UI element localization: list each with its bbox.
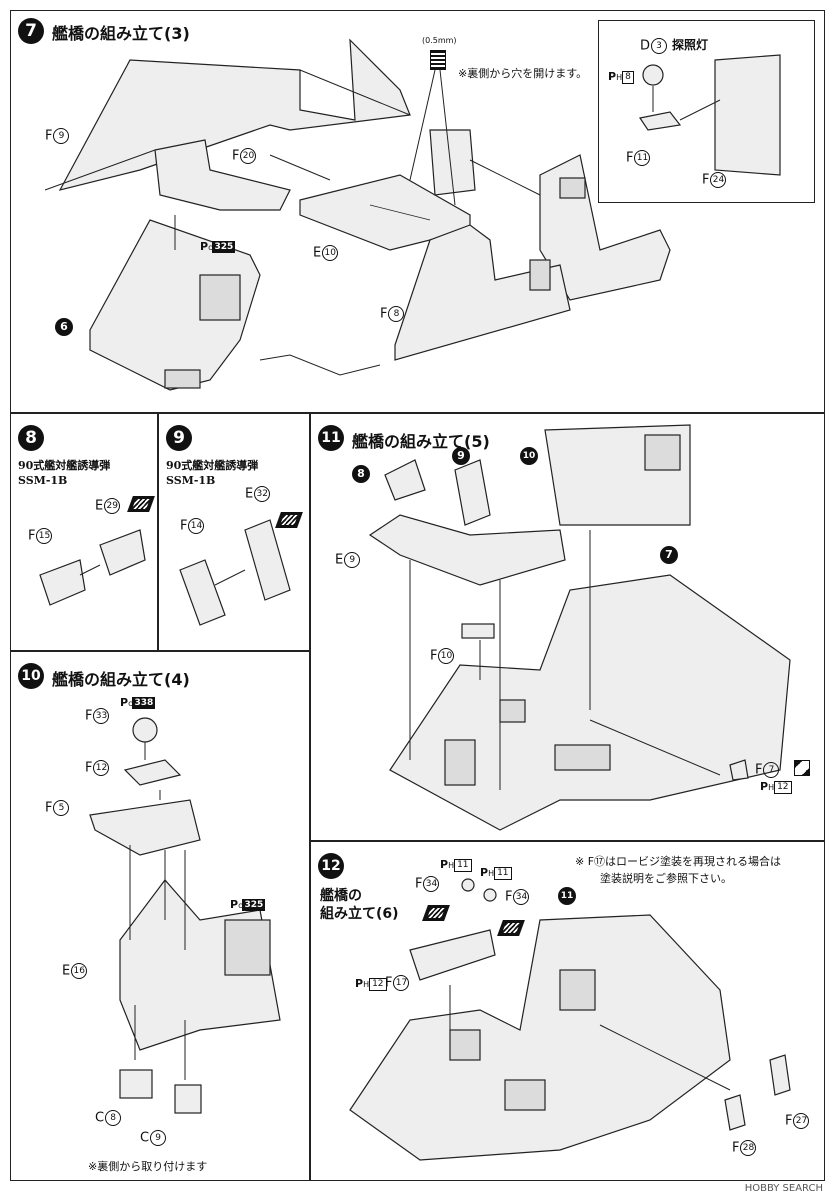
sub-assembly-9-badge: 9 <box>452 447 470 465</box>
step-12-note-2: 塗装説明をご参照下さい。 <box>600 872 732 885</box>
sub-assembly-7-badge: 7 <box>660 546 678 564</box>
step-10-title: 艦橋の組み立て(4) <box>52 670 190 689</box>
step-9-panel <box>158 413 310 651</box>
step-8-subtitle-2: SSM-1B <box>18 474 68 487</box>
sub-assembly-11-badge: 11 <box>558 887 576 905</box>
sub-assembly-8-badge: 8 <box>352 465 370 483</box>
sub-assembly-10-badge: 10 <box>520 447 538 465</box>
sub-assembly-6-badge: 6 <box>55 318 73 336</box>
step-7-title: 艦橋の組み立て(3) <box>52 24 190 43</box>
drill-icon <box>430 50 446 70</box>
step-12-number: 12 <box>318 853 344 879</box>
drill-size-label: (0.5mm) <box>422 36 457 45</box>
step-9-subtitle-1: 90式艦対艦誘導弾 <box>166 459 259 472</box>
step-8-subtitle-1: 90式艦対艦誘導弾 <box>18 459 111 472</box>
step-9-subtitle-2: SSM-1B <box>166 474 216 487</box>
step-11-number: 11 <box>318 425 344 451</box>
step-10-footnote: ※裏側から取り付けます <box>88 1160 208 1173</box>
step-10-number: 10 <box>18 663 44 689</box>
step-12-title-1: 艦橋の <box>320 888 362 904</box>
watermark: HOBBY SEARCH <box>744 1183 823 1194</box>
step-12-title-2: 組み立て(6) <box>320 906 399 922</box>
step-8-number: 8 <box>18 425 44 451</box>
drill-note: ※裏側から穴を開けます。 <box>458 67 588 80</box>
step-12-note-1: ※ F⑰はロービジ塗装を再現される場合は <box>575 855 782 868</box>
step-11-title: 艦橋の組み立て(5) <box>352 432 490 451</box>
searchlight-label: 探照灯 <box>672 38 709 52</box>
step-9-number: 9 <box>166 425 192 451</box>
bowtie-icon <box>794 760 810 776</box>
step-7-number: 7 <box>18 18 44 44</box>
